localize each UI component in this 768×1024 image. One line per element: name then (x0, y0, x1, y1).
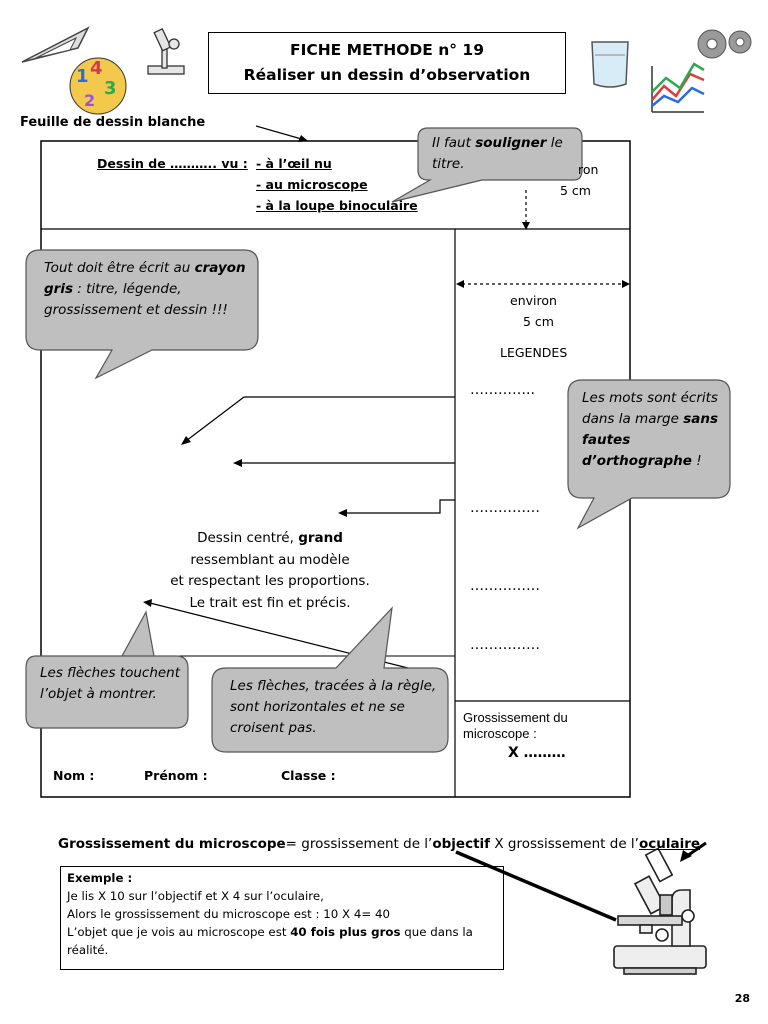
legend-slot-2: …………… (470, 500, 540, 516)
beaker-icon (591, 41, 629, 88)
page-number: 28 (734, 992, 750, 1005)
line-graph-icon (651, 62, 705, 113)
svg-text:4: 4 (90, 58, 103, 79)
sheet-label: Feuille de dessin blanche (20, 115, 206, 130)
bubble-pencil (25, 249, 259, 380)
bubble-arrows-ruler (211, 606, 449, 753)
bubble-spelling-text: Les mots sont écrits dans la marge sans … (582, 390, 718, 469)
option-naked-eye: - à l’œil nu (256, 156, 332, 171)
prenom-field: Prénom : (144, 768, 208, 783)
bubble-arrows-ruler-text: Les flèches, tracées à la règle, sont ho… (230, 678, 437, 736)
drawing-instructions: Dessin centré, grand ressemblant au modè… (170, 530, 370, 611)
svg-text:3: 3 (104, 78, 117, 99)
margin-cm: 5 cm (523, 314, 554, 329)
title-box: FICHE METHODE n° 19 Réaliser un dessin d… (208, 32, 566, 94)
svg-text:1: 1 (76, 66, 89, 87)
legend-slot-4: …………… (470, 637, 540, 653)
gears-icon (697, 29, 752, 59)
bubble-spelling (567, 379, 731, 530)
bubble-underline-text: Il faut souligner le titre. (432, 135, 563, 172)
bubble-underline-title (391, 127, 583, 203)
magnification-formula: Grossissement du microscope= grossisseme… (58, 836, 701, 852)
numbers-icon: 1 4 3 2 (69, 57, 127, 115)
legend-slot-3: …………… (470, 578, 540, 594)
nom-field: Nom : (53, 768, 95, 783)
example-box: Exemple : Je lis X 10 sur l’objectif et … (60, 866, 504, 970)
legends-heading: LEGENDES (500, 345, 568, 360)
margin-environ: environ (510, 293, 557, 308)
cm-top: 5 cm (560, 183, 591, 198)
magnification-value: X ……… (508, 745, 566, 761)
bubble-arrows-touch-text: Les flèches touchent l’objet à montrer. (40, 665, 181, 702)
bubble-arrows-touch (25, 610, 189, 729)
set-square-icon (21, 26, 90, 63)
svg-text:2: 2 (84, 91, 95, 110)
microscope-small-icon (147, 27, 185, 75)
option-binocular: - à la loupe binoculaire (256, 198, 418, 213)
classe-field: Classe : (281, 768, 336, 783)
legend-slot-1: ………….. (470, 382, 535, 398)
title-line1: FICHE METHODE n° 19 (289, 41, 485, 59)
dessin-de-label: Dessin de ……….. vu : (97, 156, 248, 171)
environ-top: ron (578, 162, 599, 177)
option-microscope: - au microscope (256, 177, 368, 192)
bubble-pencil-text: Tout doit être écrit au crayon gris : ti… (44, 260, 246, 318)
microscope-icon (613, 847, 707, 975)
magnification-label: Grossissement du microscope : (463, 710, 568, 741)
title-line2: Réaliser un dessin d’observation (243, 66, 531, 84)
